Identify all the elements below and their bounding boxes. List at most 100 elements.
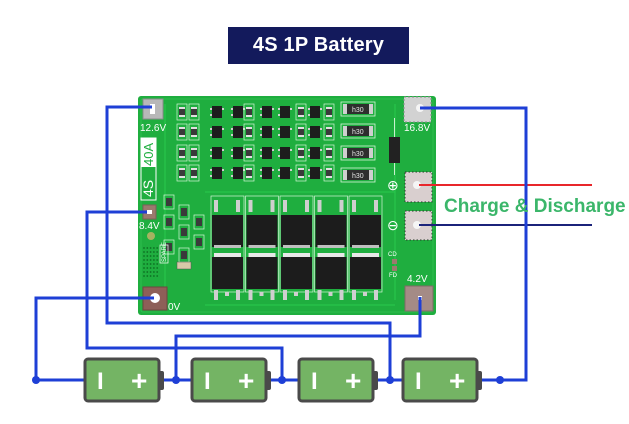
- junction-dot: [278, 376, 286, 384]
- pad-12v6: 12.6V: [140, 98, 166, 134]
- title-banner: 4S 1P Battery: [228, 27, 409, 64]
- smd-part: [191, 127, 197, 137]
- current-rating-label: 40A: [141, 143, 156, 166]
- smd-part: [298, 127, 304, 137]
- junction-dot: [496, 376, 504, 384]
- battery-body: [297, 357, 375, 403]
- ic-chip: [212, 167, 222, 179]
- junction-dot: [172, 376, 180, 384]
- pad-positive-output: ⊕: [387, 171, 433, 203]
- smd-part: [246, 107, 252, 117]
- smd-part: [166, 243, 172, 251]
- smd-part: [298, 148, 304, 158]
- pad-16v8: 16.8V: [403, 96, 432, 134]
- battery-pack: I + I + I + I +: [83, 357, 482, 403]
- ic-chip: [233, 106, 243, 118]
- battery-minus-label: I: [204, 368, 211, 395]
- model-label: 40A 4S: [140, 137, 157, 201]
- battery-minus-label: I: [97, 368, 104, 395]
- pad-0v: 0V: [142, 286, 181, 313]
- wire-8v4: [85, 210, 284, 380]
- smd-part: [181, 251, 187, 259]
- cd-label: CD: [388, 252, 397, 258]
- ic-chip: [212, 106, 222, 118]
- pad-8v4-label: 8.4V: [139, 221, 160, 232]
- smd-part: [181, 208, 187, 216]
- series-label: 4S: [140, 180, 156, 197]
- fd-label: FD: [389, 273, 398, 279]
- ic-chip: [212, 126, 222, 138]
- smd-part: [179, 107, 185, 117]
- battery-body: [83, 357, 161, 403]
- shunt-resistor: [343, 104, 373, 114]
- smd-part: [179, 148, 185, 158]
- smd-part: [191, 148, 197, 158]
- spare-label: SPARE: [162, 242, 168, 262]
- ic-chip: [262, 106, 272, 118]
- smd-part: [298, 107, 304, 117]
- via-field: [143, 247, 159, 277]
- ic-chip: [262, 147, 272, 159]
- smd-part: [326, 127, 332, 137]
- smd-part: [166, 218, 172, 226]
- battery-cell-2: I +: [190, 357, 271, 403]
- resistor-code: h30: [352, 129, 364, 136]
- pad-4v2-label: 4.2V: [407, 274, 428, 285]
- mosfet: [246, 215, 278, 247]
- ic-chip: [280, 106, 290, 118]
- minus-symbol: ⊖: [387, 217, 399, 233]
- ic-chip: [212, 147, 222, 159]
- mosfet: [315, 215, 347, 247]
- shunt-resistor: [343, 126, 373, 136]
- ic-chip: [310, 126, 320, 138]
- smd-part: [196, 238, 202, 246]
- ic-chip: [280, 147, 290, 159]
- pad-12v6-label: 12.6V: [140, 123, 166, 134]
- mosfet: [281, 215, 312, 247]
- smd-part: [326, 107, 332, 117]
- mosfet-array: [210, 195, 383, 300]
- charge-discharge-label: Charge & Discharge: [444, 196, 626, 217]
- ic-chip: [233, 167, 243, 179]
- battery-cell-1: I +: [83, 357, 164, 403]
- pad-16v8-label: 16.8V: [404, 123, 430, 134]
- ic-chip: [310, 106, 320, 118]
- resistor-code: h30: [352, 151, 364, 158]
- ic-chip: [310, 167, 320, 179]
- smd-part: [179, 168, 185, 178]
- resistor-code: h30: [352, 107, 364, 114]
- battery-plus-label: +: [345, 365, 361, 396]
- capacitor: [176, 261, 192, 270]
- ic-chip: [262, 126, 272, 138]
- smd-part: [166, 198, 172, 206]
- smd-part: [181, 228, 187, 236]
- ic-chip: [262, 167, 272, 179]
- junction-dot: [32, 376, 40, 384]
- smd-part: [298, 168, 304, 178]
- smd-part: [326, 168, 332, 178]
- mosfet: [281, 257, 312, 289]
- junction-dots: [32, 376, 504, 384]
- wire-4v2: [174, 297, 422, 380]
- smd-part: [246, 148, 252, 158]
- smd-components: [163, 103, 335, 270]
- battery-cell-4: I +: [401, 357, 482, 403]
- smd-part: [246, 127, 252, 137]
- mosfet: [315, 257, 347, 289]
- battery-minus-label: I: [415, 368, 422, 395]
- battery-body: [401, 357, 479, 403]
- ic-chip: [310, 147, 320, 159]
- pad-0v-label: 0V: [168, 302, 181, 313]
- battery-plus-label: +: [131, 365, 147, 396]
- shunt-resistor: [343, 170, 373, 180]
- battery-minus-label: I: [311, 368, 318, 395]
- mosfet: [350, 257, 381, 289]
- diagram-title: 4S 1P Battery: [252, 34, 385, 56]
- shunt-resistor: [343, 148, 373, 158]
- wire-0v: [34, 296, 154, 382]
- battery-plus-label: +: [449, 365, 465, 396]
- smd-part: [179, 127, 185, 137]
- plus-symbol: ⊕: [387, 177, 399, 193]
- battery-body: [190, 357, 268, 403]
